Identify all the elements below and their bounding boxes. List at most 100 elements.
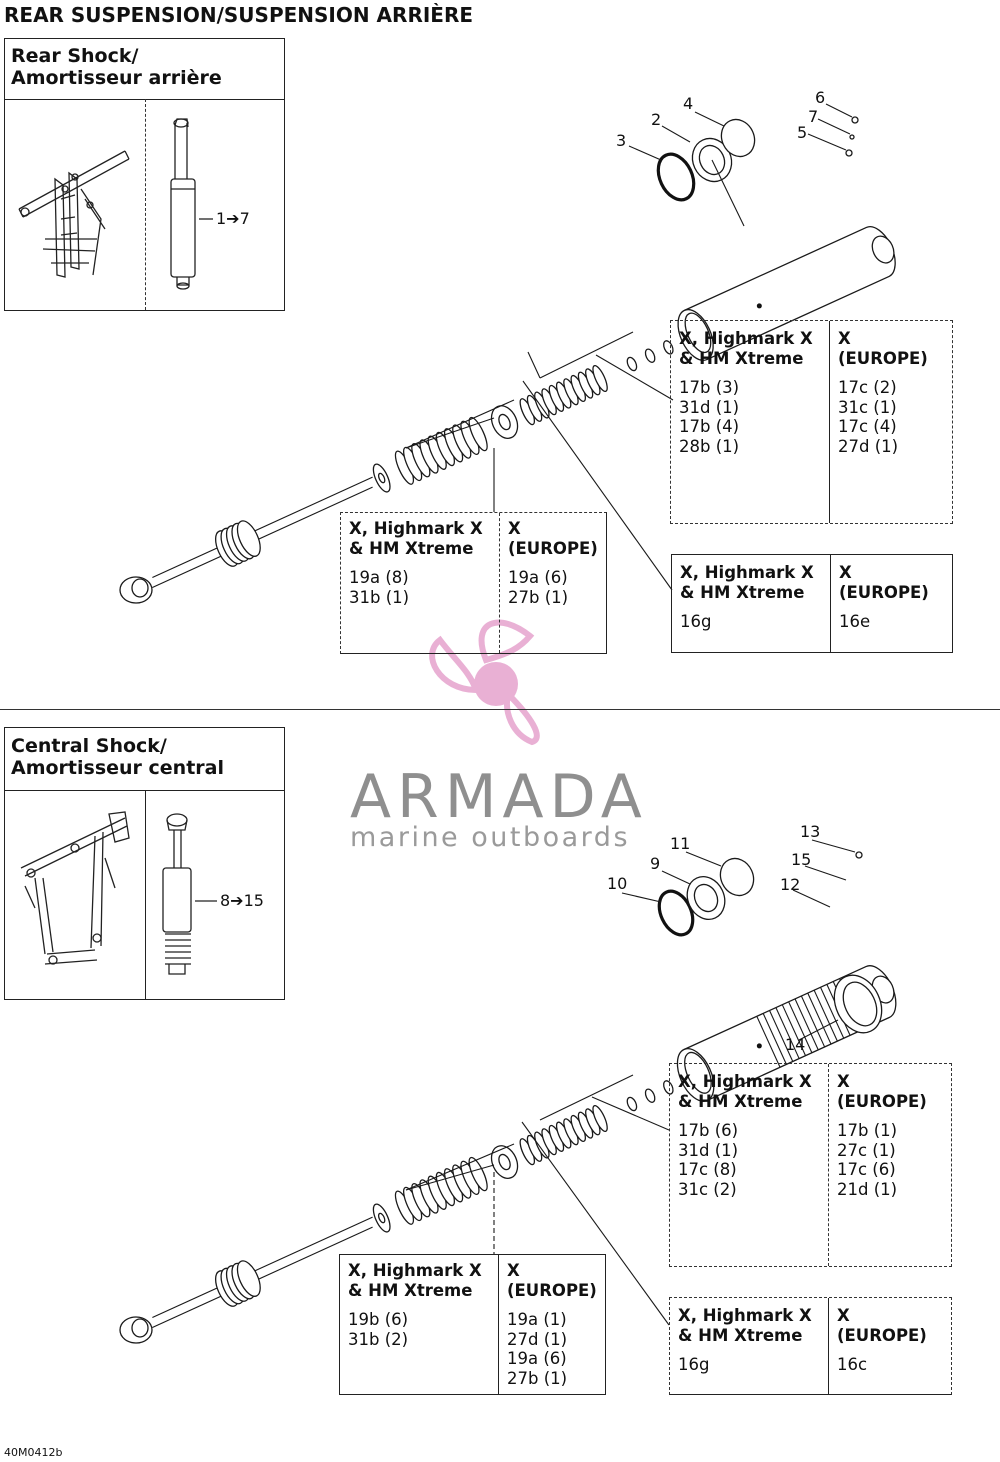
table-column-divider: [499, 513, 500, 653]
small-washer: [626, 356, 638, 372]
table-cell: 31b (2): [348, 1329, 409, 1349]
callout-9: 9: [650, 854, 661, 873]
table-col-europe: X (EUROPE) 19a (6) 27b (1): [508, 519, 598, 607]
leader-line: [798, 1019, 839, 1041]
leader-line: [807, 133, 847, 151]
spring-washer-hole: [377, 1212, 386, 1224]
central-shock-inset-drawing: [20, 811, 217, 975]
shock-rod-edge: [152, 486, 373, 589]
bolt-head: [855, 851, 863, 859]
table-header: & HM Xtreme: [678, 1091, 803, 1111]
shim-small: [592, 1104, 608, 1133]
propeller-hub: [474, 662, 518, 706]
lock-nut: [663, 1080, 674, 1095]
body-thread: [807, 992, 832, 1045]
table-header: X: [508, 519, 521, 538]
table-cell: 16c: [837, 1355, 868, 1374]
callout-11: 11: [670, 834, 691, 853]
table-header: (EUROPE): [508, 538, 598, 558]
table-col-models: X, Highmark X & HM Xtreme 16g: [680, 563, 814, 632]
bolt: [845, 149, 853, 157]
rear-shock-inset-drawing: [18, 118, 213, 290]
table-header: X, Highmark X: [678, 1306, 812, 1325]
page-title: REAR SUSPENSION/SUSPENSION ARRIÈRE: [4, 3, 474, 27]
table-header: & HM Xtreme: [348, 1280, 473, 1300]
table-cell: 19a (1): [507, 1310, 567, 1329]
leader-line: [527, 351, 541, 379]
table-cell: 27d (1): [507, 1329, 568, 1349]
table-header: X: [837, 1306, 850, 1325]
table-cell: 19b (6): [348, 1310, 409, 1329]
leader-line: [522, 380, 673, 591]
leader-line: [539, 331, 634, 379]
table-column-divider: [829, 321, 830, 523]
table-header: (EUROPE): [507, 1280, 597, 1300]
leader-line: [661, 870, 691, 885]
rear-shock-inset-title-en: Rear Shock/: [11, 45, 139, 67]
table-cell: 19a (6): [507, 1349, 567, 1368]
table-header: X: [837, 1072, 850, 1091]
central-shock-inset-divider: [145, 790, 146, 999]
body-thread: [781, 1004, 807, 1056]
rear-shock-inset: Rear Shock/ Amortisseur arrière: [4, 38, 285, 311]
bearing-cap-inner: [693, 883, 719, 913]
table-cell: 17c (4): [838, 417, 897, 436]
table-header: X: [507, 1261, 520, 1280]
leader-line: [804, 865, 847, 881]
body-thread: [788, 1001, 813, 1053]
table-cell: 16g: [680, 612, 712, 631]
table-cell: 21d (1): [837, 1179, 898, 1199]
table-cell: 17b (6): [678, 1121, 739, 1140]
leader-line: [825, 103, 853, 118]
table-cell: 16g: [678, 1355, 710, 1374]
table-header: & HM Xtreme: [678, 1325, 803, 1345]
callout-6: 6: [815, 88, 826, 107]
table-cell: 19a (6): [508, 568, 568, 587]
central-shock-range-label: 8➔15: [220, 891, 264, 910]
shock-body-bore: [684, 1051, 712, 1094]
table-header: & HM Xtreme: [679, 348, 804, 368]
shim-large: [468, 1156, 488, 1192]
propeller-blade: [504, 688, 540, 746]
callout-4: 4: [683, 94, 694, 113]
callout-5: 5: [797, 123, 808, 142]
body-thread: [820, 987, 845, 1039]
shock-rod-edge: [152, 476, 373, 579]
leader-line: [521, 1121, 670, 1326]
table-cell: 27c (1): [837, 1140, 896, 1160]
shock-rod-edge: [152, 1216, 373, 1319]
rear-spring-large-table: X, Highmark X & HM Xtreme 19a (8) 31b (1…: [340, 512, 607, 654]
table-column-divider: [828, 1298, 829, 1394]
rear-shock-inset-divider: [145, 99, 146, 310]
table-col-europe: X (EUROPE) 17c (2) 31c (1) 17c (4) 27d (…: [838, 329, 928, 456]
central-shock-inset-title-fr: Amortisseur central: [11, 757, 224, 779]
shim-small: [592, 364, 608, 393]
table-cell: 17c (2): [838, 378, 897, 397]
table-header: (EUROPE): [837, 1091, 927, 1111]
propeller-blade: [429, 635, 481, 694]
body-thread: [756, 1016, 781, 1068]
leader-line: [711, 159, 745, 227]
spanner-nut-bore: [842, 981, 878, 1027]
bolt-washer: [849, 134, 855, 140]
watermark-brand: ARMADA: [350, 762, 648, 832]
small-washer: [626, 1096, 638, 1112]
table-col-models: X, Highmark X & HM Xtreme 17b (6) 31d (1…: [678, 1072, 812, 1199]
central-shock-inset-title-en: Central Shock/: [11, 735, 167, 757]
table-header: X, Highmark X: [679, 329, 813, 348]
table-header: X, Highmark X: [680, 563, 814, 582]
o-ring: [656, 152, 696, 202]
table-cell: 31d (1): [679, 397, 740, 417]
leader-line: [628, 145, 662, 161]
rod-eye-bore: [131, 578, 149, 598]
piston-core: [498, 1153, 511, 1171]
table-col-models: X, Highmark X & HM Xtreme 16g: [678, 1306, 812, 1375]
table-header: & HM Xtreme: [680, 582, 805, 602]
table-column-divider: [498, 1255, 499, 1394]
table-cell: 31c (2): [678, 1179, 737, 1199]
table-cell: 17c (6): [837, 1160, 896, 1179]
table-cell: 31b (1): [349, 587, 410, 607]
table-cell: 17b (3): [679, 378, 740, 397]
leader-line: [405, 399, 515, 449]
